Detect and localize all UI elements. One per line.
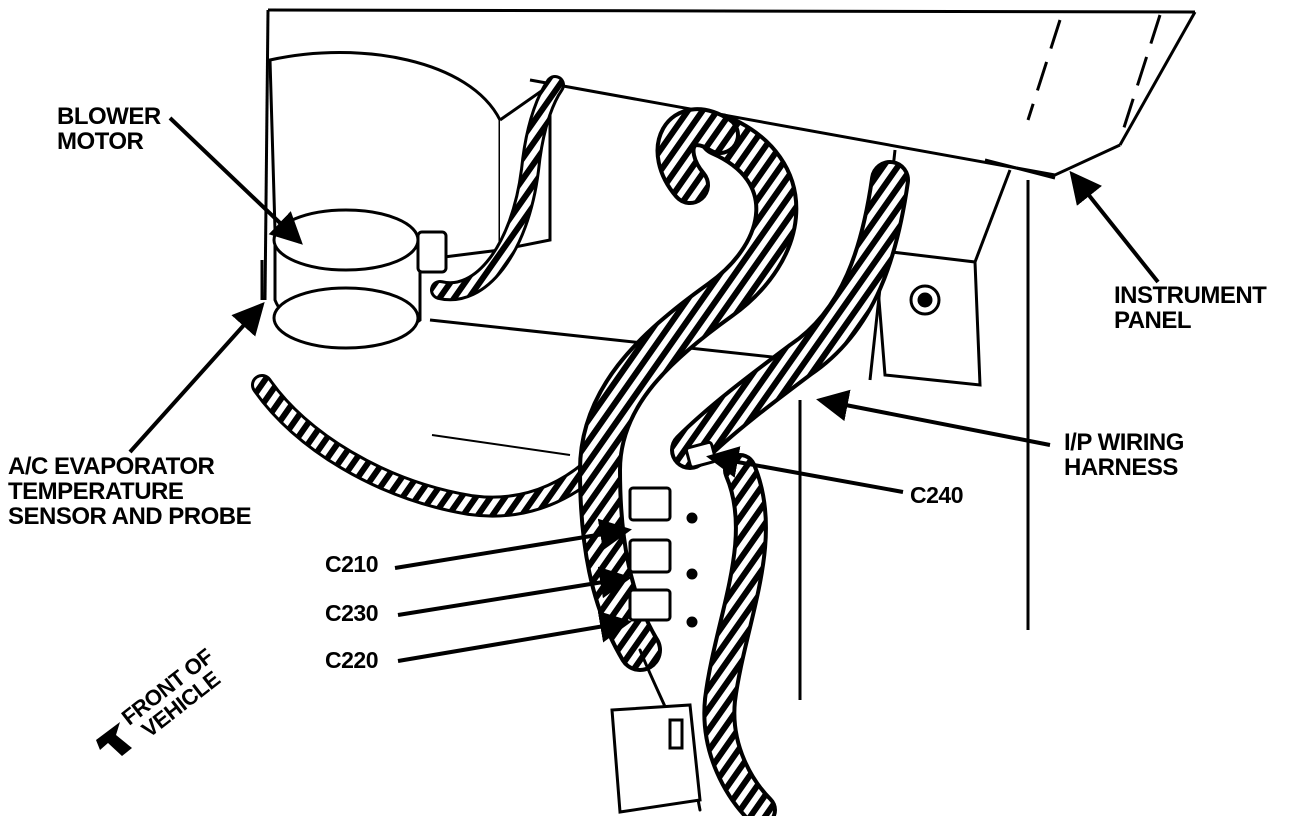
instrument-panel-label-line-1: INSTRUMENT [1114, 282, 1267, 309]
connector-c230-label: C230 [325, 600, 378, 626]
ac-sensor-label-line-2: TEMPERATURE [8, 478, 184, 505]
ac-sensor-label-line-3: SENSOR AND PROBE [8, 503, 252, 530]
wiring-harness-looms [251, 75, 910, 816]
instrument-panel-label-line-2: PANEL [1114, 307, 1192, 334]
arrow-c220 [397, 610, 632, 663]
arrow-instrument-panel [1069, 170, 1160, 284]
blower-motor-housing [260, 51, 552, 350]
connector-bodies [610, 440, 717, 814]
ac-sensor-label-line-1: A/C EVAPORATOR [8, 453, 215, 480]
ip-wiring-harness-label-line-1: I/P WIRING [1064, 429, 1184, 456]
blower-motor-label-line-1: BLOWER [57, 103, 161, 130]
connector-c220-label: C220 [325, 647, 378, 673]
ip-wiring-harness-label-line-2: HARNESS [1064, 454, 1178, 481]
blower-motor-label-line-2: MOTOR [57, 128, 144, 155]
arrow-ac-sensor [128, 302, 265, 454]
arrow-c230 [397, 566, 632, 617]
front-direction-arrow-icon [96, 722, 132, 756]
ip-wiring-harness-label: I/P WIRING HARNESS [1064, 430, 1184, 480]
blower-motor-label: BLOWER MOTOR [57, 104, 161, 154]
instrument-panel-label: INSTRUMENT PANEL [1114, 282, 1267, 334]
arrow-blower-motor [168, 116, 303, 245]
arrow-c210 [394, 518, 632, 570]
ac-sensor-label: A/C EVAPORATOR TEMPERATURE SENSOR AND PR… [8, 453, 252, 530]
arrow-c240 [706, 446, 904, 494]
connector-c240-label: C240 [910, 482, 963, 508]
connector-c210-label: C210 [325, 551, 378, 577]
leader-arrows [128, 116, 1160, 663]
arrow-ip-wiring-harness [816, 389, 1051, 447]
